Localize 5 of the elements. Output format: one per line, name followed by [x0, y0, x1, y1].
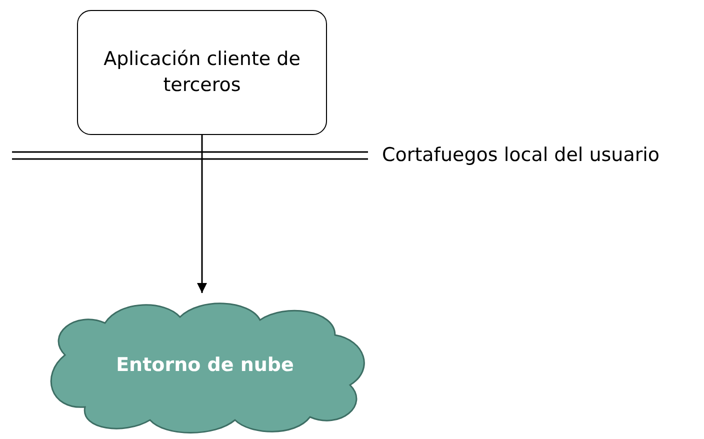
firewall-label: Cortafuegos local del usuario	[382, 144, 660, 166]
box-label: Aplicación cliente de terceros	[102, 46, 302, 98]
arrow	[197, 135, 207, 293]
cloud-label: Entorno de nube	[116, 354, 294, 376]
process-box	[77, 10, 327, 135]
